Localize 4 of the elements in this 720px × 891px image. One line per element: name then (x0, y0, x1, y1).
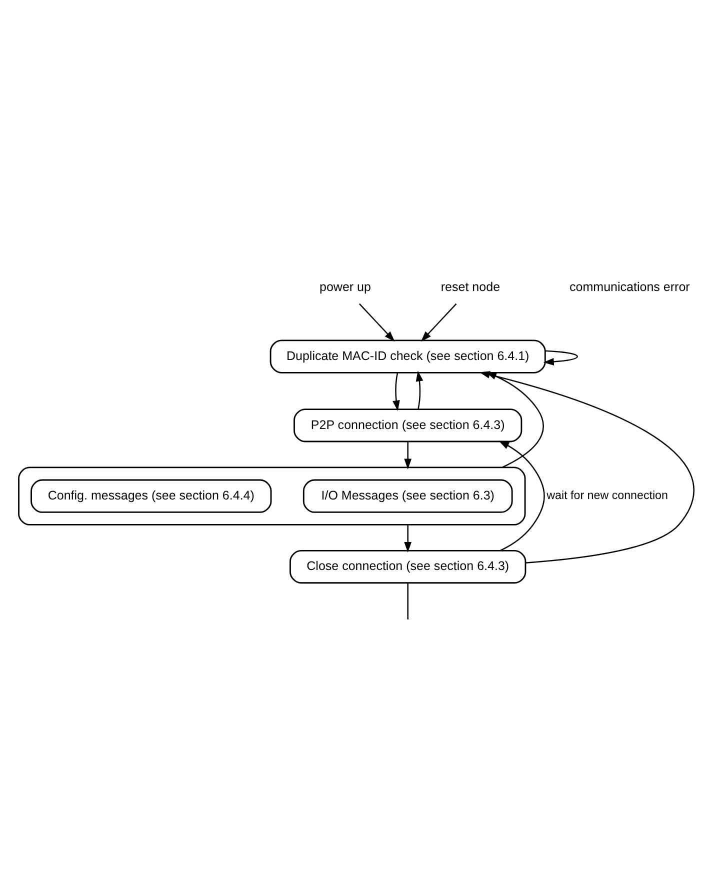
edge-label: wait for new connection (546, 488, 668, 502)
label: communications error (570, 279, 690, 294)
node-text: reset node (440, 279, 500, 294)
node-text: power up (319, 279, 371, 294)
